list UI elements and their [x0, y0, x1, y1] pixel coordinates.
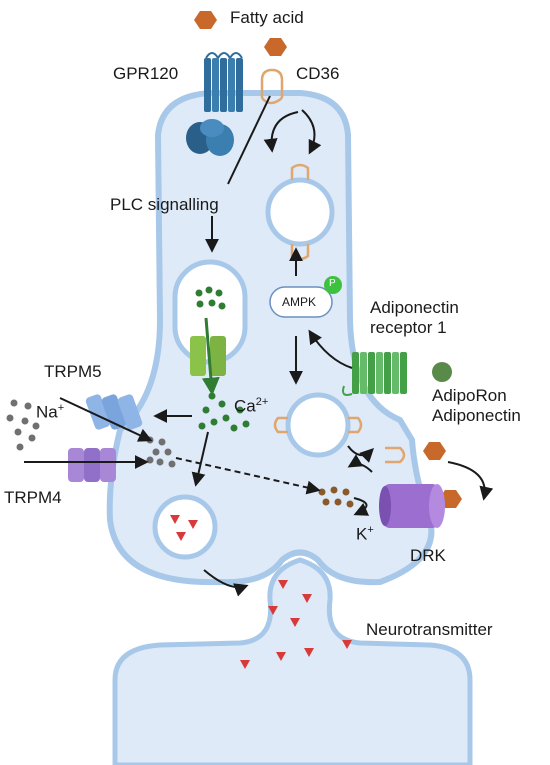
neurotransmitter-label: Neurotransmitter	[366, 620, 493, 639]
potassium-symbol: K	[356, 524, 368, 544]
potassium-charge: +	[367, 524, 374, 536]
channel-arrows	[24, 397, 153, 469]
sodium-ions	[6, 399, 40, 451]
sodium-charge: +	[57, 402, 65, 414]
sodium-symbol: Na	[36, 402, 58, 422]
phosphate-label: P	[329, 278, 336, 289]
calcium-symbol: Ca	[234, 396, 256, 416]
recycling-vesicle	[273, 392, 406, 464]
neurotransmitter-vesicle	[152, 494, 218, 560]
ampk-label: AMPK	[282, 295, 317, 309]
adiponectin-label: Adiponectin	[432, 406, 521, 425]
plc-signalling-label: PLC signalling	[110, 195, 219, 214]
pathway-arrows	[153, 95, 494, 597]
trpm4-label: TRPM4	[4, 488, 62, 507]
drk-channel	[379, 484, 445, 528]
ampk-box	[269, 276, 342, 318]
released-neurotransmitter	[240, 580, 352, 669]
calcium-store	[172, 259, 248, 376]
cd36-transporter	[260, 68, 284, 105]
gpr120-label: GPR120	[113, 64, 179, 83]
adiponectin-receptor-line-2: receptor 1	[370, 318, 447, 337]
adiporon-label: AdipoRon	[432, 386, 507, 405]
adiponectin-receptor-line-1: Adiponectin	[370, 298, 459, 317]
adiporon-adiponectin-label: AdipoRon Adiponectin	[432, 386, 521, 426]
potassium-label: K+	[356, 520, 374, 545]
postsynaptic-cell	[112, 557, 473, 765]
fatty-acid-hexagon	[194, 11, 217, 29]
trpm5-label: TRPM5	[44, 362, 102, 381]
cd36-vesicle	[265, 163, 335, 261]
fatty-acid-hexagon	[264, 38, 287, 56]
fatty-acid-hexagon	[423, 442, 446, 460]
trpm5-channel	[85, 394, 143, 430]
cd36-label: CD36	[296, 64, 340, 83]
gpr120-receptor	[186, 52, 243, 156]
drk-label: DRK	[410, 546, 446, 565]
trpm4-channel	[68, 448, 116, 482]
calcium-charge: 2+	[255, 396, 269, 408]
adiponectin-receptor-1	[342, 352, 452, 396]
calcium-release-arrow	[201, 317, 220, 396]
adiponectin-receptor-label: Adiponectin receptor 1	[370, 298, 459, 338]
sodium-label: Na+	[36, 398, 64, 423]
potassium-ions	[318, 486, 354, 508]
calcium-label: Ca2+	[234, 392, 268, 417]
fatty-acid-label: Fatty acid	[230, 8, 304, 27]
